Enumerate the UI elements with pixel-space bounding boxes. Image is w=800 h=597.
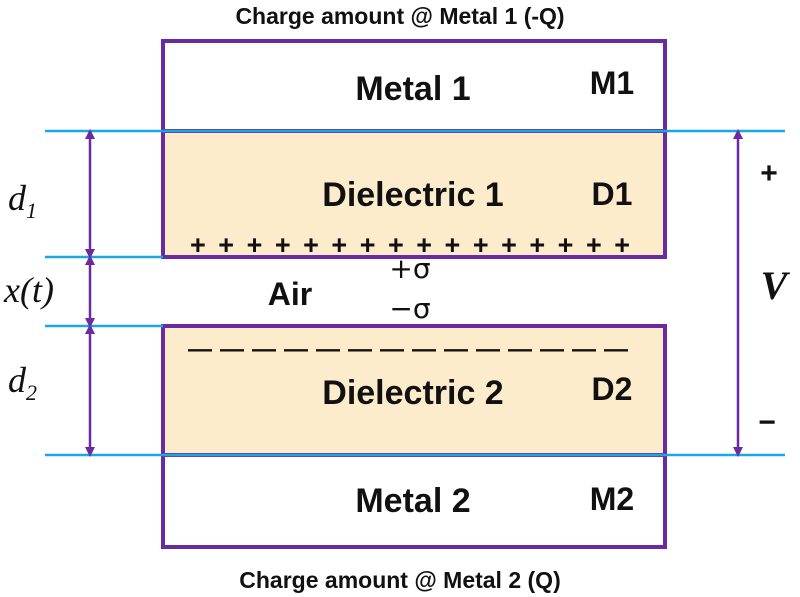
d2-main: d xyxy=(8,360,27,400)
metal1-layer xyxy=(161,39,667,133)
negative-density-label: −σ xyxy=(389,292,430,325)
voltage-label: V xyxy=(761,263,791,308)
metal1-label: Metal 1 xyxy=(355,70,470,108)
d1-subscript: 1 xyxy=(26,198,37,223)
metal2-label: Metal 2 xyxy=(355,482,470,520)
dielectric2-label: Dielectric 2 xyxy=(322,374,503,412)
dielectric1-label: Dielectric 1 xyxy=(322,176,503,214)
voltage-minus-sign: − xyxy=(758,406,776,439)
dielectric2-layer xyxy=(161,324,667,457)
d1-main: d xyxy=(8,178,27,218)
metal2-layer xyxy=(161,453,667,549)
d2-label: d2 xyxy=(8,360,37,405)
dielectric1-layer xyxy=(161,129,667,259)
dielectric1-code: D1 xyxy=(592,176,633,212)
bottom-caption: Charge amount @ Metal 2 (Q) xyxy=(239,567,560,593)
metal2-code: M2 xyxy=(590,481,634,517)
d1-label: d1 xyxy=(8,178,37,223)
d2-subscript: 2 xyxy=(26,380,37,405)
gap-label: x(t) xyxy=(3,270,54,310)
top-caption: Charge amount @ Metal 1 (-Q) xyxy=(235,3,564,29)
voltage-plus-sign: + xyxy=(760,157,778,190)
air-label: Air xyxy=(268,276,312,312)
negative-charge-row: — — — — — — — — — — — — — — xyxy=(188,336,628,363)
metal1-code: M1 xyxy=(590,65,634,101)
positive-density-label: +σ xyxy=(389,252,430,285)
dielectric2-code: D2 xyxy=(592,371,633,407)
